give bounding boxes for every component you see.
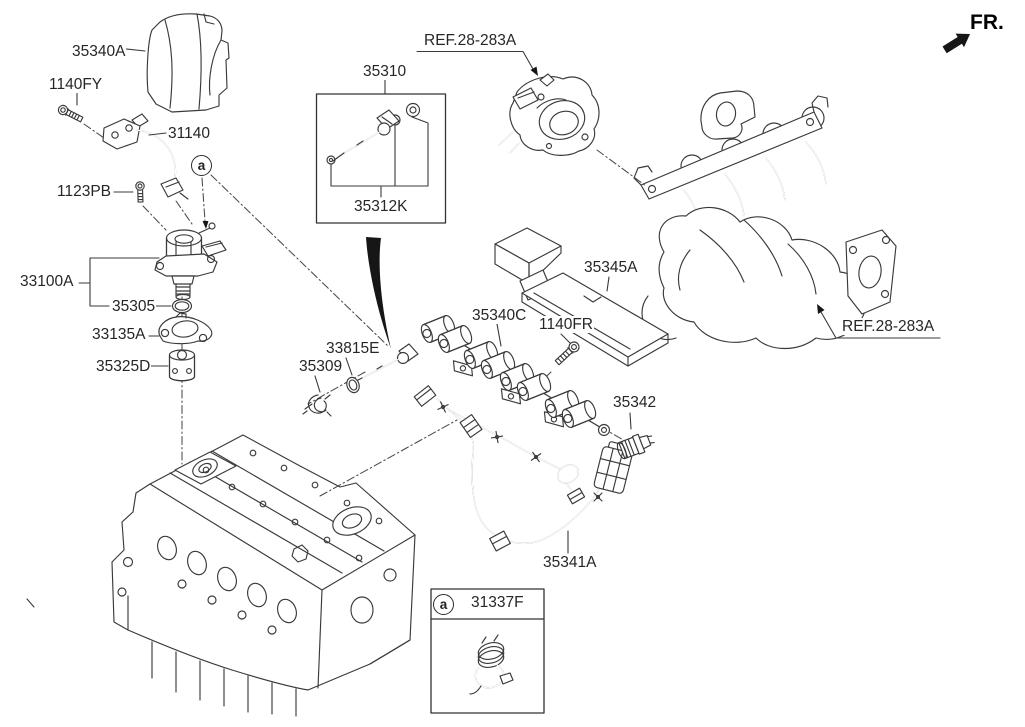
leader-lines [26,33,970,714]
clip-35309-drawing [302,394,332,417]
damper-drawing [168,349,196,382]
part-label-bolt-1140fy[interactable]: 1140FY [48,76,104,94]
part-label-cover[interactable]: 35340A [71,43,127,61]
part-label-injector-kit[interactable]: 35310 [362,63,408,81]
part-label-gasket[interactable]: 33135A [91,326,147,344]
fr-direction-label: FR. [969,11,1005,35]
part-label-damper[interactable]: 35325D [95,358,152,376]
rail-pressure-sensor-drawing [616,433,655,460]
part-label-combustion-seal[interactable]: 33815E [325,340,381,358]
bolt-1140fr-drawing [554,341,580,366]
legend-box [430,588,545,714]
part-label-sensor[interactable]: 35342 [612,394,658,412]
high-pressure-pump-drawing [154,222,227,301]
throttle-body-drawing [498,73,600,156]
part-label-protector[interactable]: 35345A [583,259,639,277]
part-label-o-ring[interactable]: 35305 [111,298,157,316]
fuel-pipe-drawing [102,113,189,200]
bolt-1123pb-drawing [135,181,145,203]
injector-drawing [353,343,419,383]
callout-a-legend: a [433,594,454,615]
part-label-pipe[interactable]: 31140 [167,125,211,143]
part-label-legend-clip[interactable]: 31337F [470,594,525,612]
part-label-rail[interactable]: 35340C [471,307,528,325]
part-label-pump[interactable]: 33100A [19,273,75,291]
gasket-drawing [158,312,213,345]
part-label-bolt-1140fr[interactable]: 1140FR [538,316,594,334]
pointer-wedge [366,237,391,349]
part-label-seal-kit[interactable]: 35312K [353,198,409,216]
cylinder-head-drawing [111,434,416,717]
harness-drawing [413,385,633,552]
fr-direction-arrow [942,33,970,54]
part-label-clip[interactable]: 35309 [298,358,344,376]
legend-clip-drawing [469,634,514,695]
part-label-harness[interactable]: 35341A [542,554,598,572]
protector-drawing [494,227,669,367]
bolt-1140fy-drawing [57,104,84,123]
part-label-bolt-1123pb[interactable]: 1123PB [56,183,113,201]
callout-a-marker: a [191,155,212,176]
combustion-seal-drawing [346,376,360,394]
injector-kit-box [315,93,447,224]
o-ring-drawing [171,298,193,314]
ref-label-top[interactable]: REF.28-283A [423,32,518,50]
injector-kit-drawing [326,102,421,165]
intake-manifold-drawing [633,90,897,349]
engine-cover-drawing [146,13,230,113]
fuel-rail-drawing [420,314,611,437]
ref-label-bottom[interactable]: REF.28-283A [841,318,936,336]
